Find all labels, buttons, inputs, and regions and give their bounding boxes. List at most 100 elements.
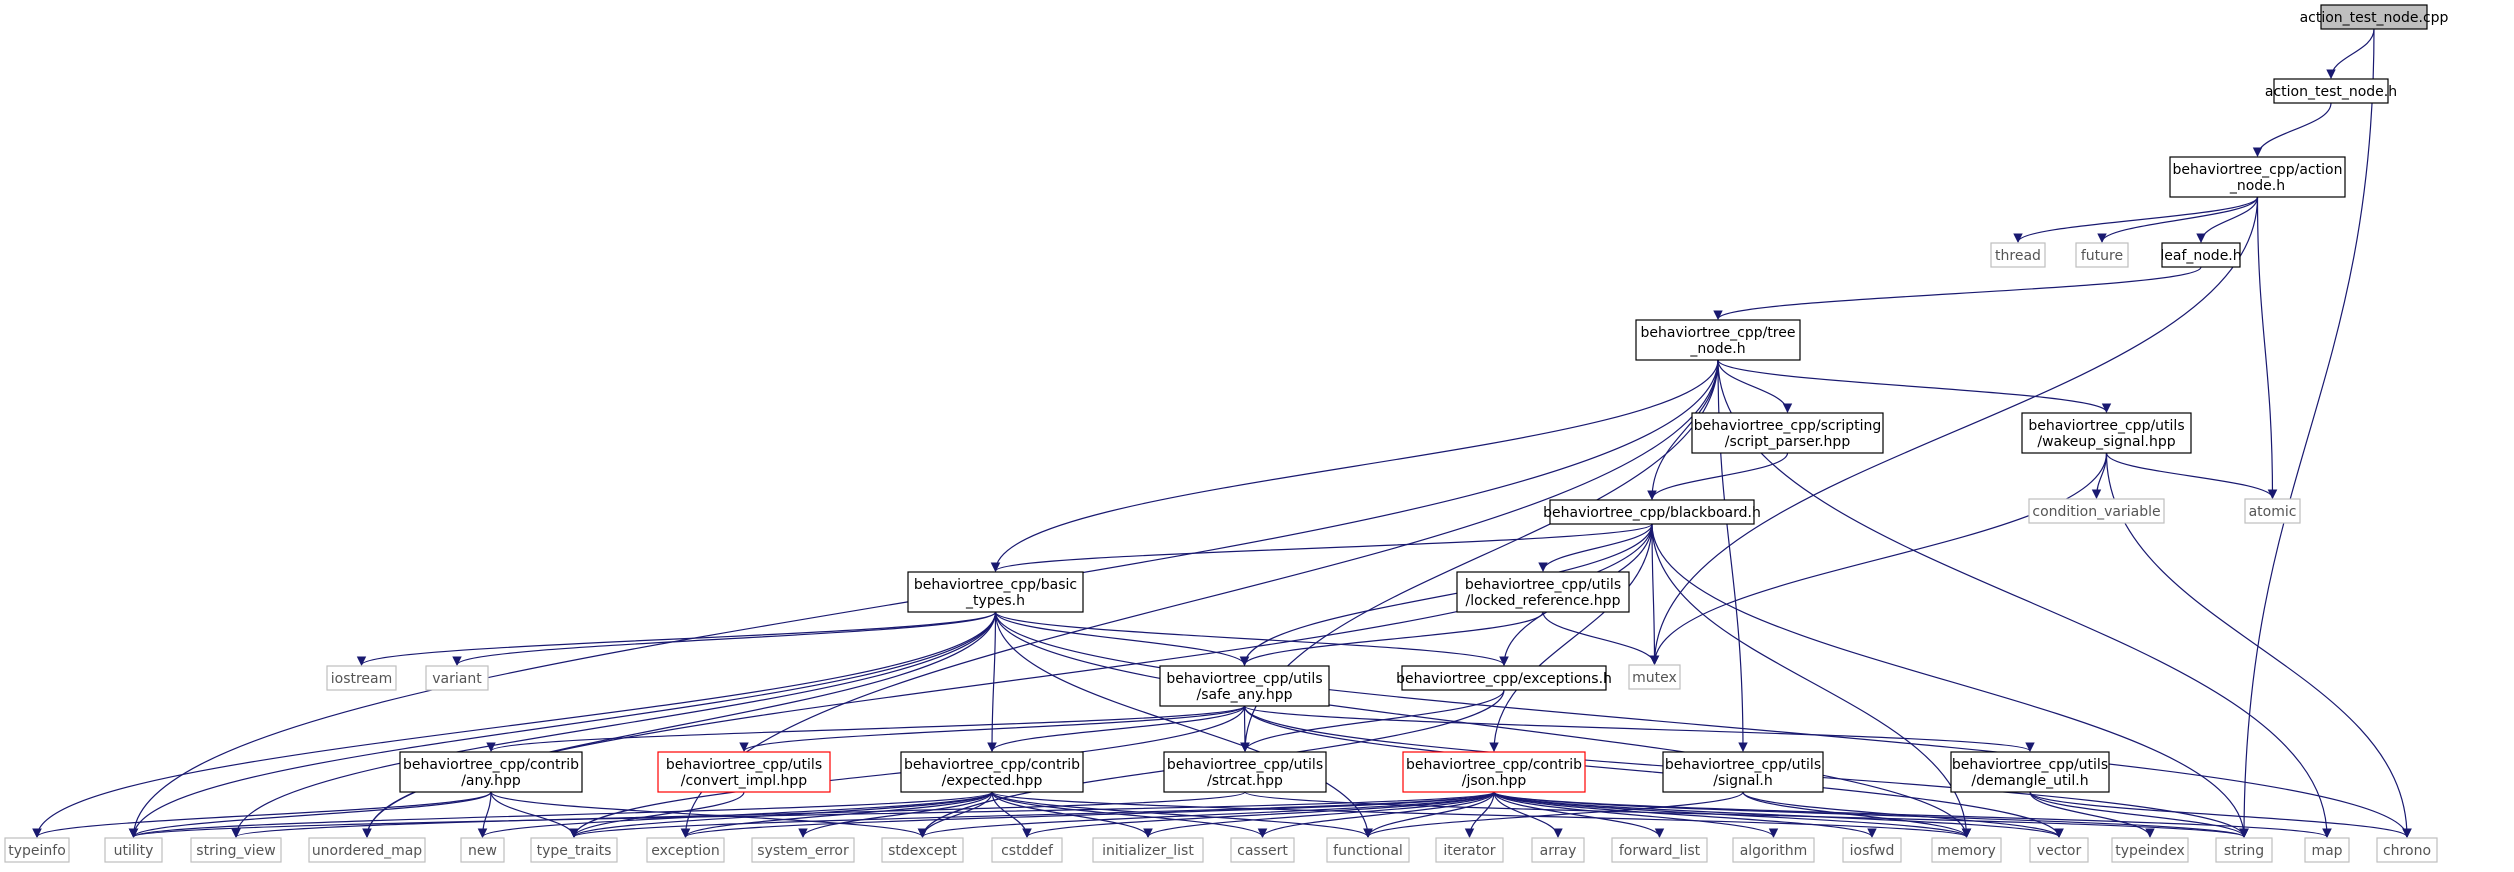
node-stdexcept[interactable]: stdexcept bbox=[881, 837, 964, 863]
node-box bbox=[881, 837, 964, 863]
node-convert-impl[interactable]: behaviortree_cpp/utils/convert_impl.hpp bbox=[657, 751, 831, 793]
edge-expected-to-memory bbox=[991, 791, 1971, 838]
node-box bbox=[425, 665, 489, 691]
edge-basic-types-to-exceptions-h bbox=[994, 611, 1509, 666]
node-new[interactable]: new bbox=[460, 837, 505, 863]
node-safe-any[interactable]: behaviortree_cpp/utils/safe_any.hpp bbox=[1159, 665, 1330, 707]
node-label: map bbox=[2311, 843, 2342, 859]
node-label: thread bbox=[1995, 248, 2041, 264]
node-box bbox=[2111, 837, 2189, 863]
node-string-view[interactable]: string_view bbox=[190, 837, 282, 863]
node-locked-reference[interactable]: behaviortree_cpp/utils/locked_reference.… bbox=[1456, 571, 1630, 613]
node-unordered-map[interactable]: unordered_map bbox=[308, 837, 426, 863]
edge-tree-node-h-to-script-parser bbox=[1717, 359, 1793, 413]
edge-action-node-h-to-future bbox=[2097, 196, 2259, 243]
edge-contrib-any-to-utility bbox=[128, 791, 492, 838]
node-tree-node-h[interactable]: behaviortree_cpp/tree_node.h bbox=[1635, 319, 1801, 361]
node-atomic[interactable]: atomic bbox=[2244, 498, 2301, 524]
node-iosfwd[interactable]: iosfwd bbox=[1842, 837, 1902, 863]
node-demangle[interactable]: behaviortree_cpp/utils/demangle_util.h bbox=[1950, 751, 2110, 793]
edge-json-to-iterator bbox=[1464, 791, 1495, 838]
node-label: action_test_node.cpp bbox=[2300, 10, 2449, 26]
node-label: iterator bbox=[1443, 843, 1495, 859]
edge-safe-any-to-expected bbox=[987, 705, 1246, 752]
node-typeinfo[interactable]: typeinfo bbox=[4, 837, 70, 863]
node-box bbox=[1842, 837, 1902, 863]
node-box bbox=[1230, 837, 1295, 863]
node-exceptions-h[interactable]: behaviortree_cpp/exceptions.h bbox=[1396, 665, 1612, 691]
node-label: atomic bbox=[2249, 504, 2297, 520]
node-memory[interactable]: memory bbox=[1931, 837, 2002, 863]
node-exception[interactable]: exception bbox=[646, 837, 725, 863]
edge-locked-reference-to-safe-any bbox=[1239, 611, 1544, 666]
node-label: /strcat.hpp bbox=[1207, 773, 1283, 789]
node-box bbox=[1691, 412, 1884, 454]
node-contrib-any[interactable]: behaviortree_cpp/contrib/any.hpp bbox=[399, 751, 583, 793]
node-string[interactable]: string bbox=[2215, 837, 2273, 863]
node-label: behaviortree_cpp/contrib bbox=[1406, 757, 1582, 773]
node-label: behaviortree_cpp/blackboard.h bbox=[1543, 505, 1761, 521]
node-action-test-node-cpp[interactable]: action_test_node.cpp bbox=[2300, 4, 2449, 30]
node-variant[interactable]: variant bbox=[425, 665, 489, 691]
node-label: typeindex bbox=[2115, 843, 2185, 859]
edge-basic-types-to-utility bbox=[128, 611, 997, 838]
node-condition-variable[interactable]: condition_variable bbox=[2028, 498, 2165, 524]
node-system-error[interactable]: system_error bbox=[751, 837, 855, 863]
edge-expected-to-cassert bbox=[991, 791, 1268, 838]
node-box bbox=[460, 837, 505, 863]
node-basic-types[interactable]: behaviortree_cpp/basic_types.h bbox=[907, 571, 1084, 613]
node-chrono[interactable]: chrono bbox=[2376, 837, 2438, 863]
node-label: utility bbox=[114, 843, 154, 859]
edge-blackboard-h-to-locked-reference bbox=[1538, 523, 1653, 572]
node-map[interactable]: map bbox=[2304, 837, 2350, 863]
node-box bbox=[1456, 571, 1630, 613]
node-action-node-h[interactable]: behaviortree_cpp/action_node.h bbox=[2169, 156, 2346, 198]
node-forward-list[interactable]: forward_list bbox=[1611, 837, 1708, 863]
node-box bbox=[2215, 837, 2273, 863]
node-mutex[interactable]: mutex bbox=[1628, 664, 1681, 690]
node-typeindex[interactable]: typeindex bbox=[2111, 837, 2189, 863]
node-leaf-node-h[interactable]: leaf_node.h bbox=[2160, 242, 2242, 268]
node-expected[interactable]: behaviortree_cpp/contrib/expected.hpp bbox=[900, 751, 1084, 793]
node-box bbox=[1931, 837, 2002, 863]
edge-action-node-h-to-mutex bbox=[1649, 196, 2259, 665]
node-thread[interactable]: thread bbox=[1990, 242, 2046, 268]
edge-strcat-to-string-view bbox=[231, 791, 1246, 838]
node-iostream[interactable]: iostream bbox=[326, 665, 397, 691]
edge-tree-node-h-to-wakeup-signal bbox=[1717, 359, 2112, 413]
node-label: /demangle_util.h bbox=[1971, 773, 2088, 789]
node-wakeup-signal[interactable]: behaviortree_cpp/utils/wakeup_signal.hpp bbox=[2021, 412, 2192, 454]
edge-script-parser-to-blackboard-h bbox=[1647, 452, 1789, 500]
node-utility[interactable]: utility bbox=[104, 837, 163, 863]
node-box bbox=[308, 837, 426, 863]
node-box bbox=[1990, 242, 2046, 268]
edge-blackboard-h-to-string bbox=[1651, 523, 2249, 838]
edge-json-to-forward-list bbox=[1493, 791, 1665, 838]
node-blackboard-h[interactable]: behaviortree_cpp/blackboard.h bbox=[1543, 499, 1761, 525]
edge-strcat-to-string bbox=[1244, 791, 2249, 838]
node-action-test-node-h[interactable]: action_test_node.h bbox=[2265, 78, 2397, 104]
node-future[interactable]: future bbox=[2075, 242, 2129, 268]
node-signal-h[interactable]: behaviortree_cpp/utils/signal.h bbox=[1662, 751, 1824, 793]
node-cstddef[interactable]: cstddef bbox=[991, 837, 1063, 863]
node-array[interactable]: array bbox=[1531, 837, 1585, 863]
node-vector[interactable]: vector bbox=[2029, 837, 2089, 863]
node-box bbox=[104, 837, 163, 863]
node-json[interactable]: behaviortree_cpp/contrib/json.hpp bbox=[1402, 751, 1586, 793]
node-label: array bbox=[1540, 843, 1577, 859]
node-box bbox=[900, 751, 1084, 793]
node-script-parser[interactable]: behaviortree_cpp/scripting/script_parser… bbox=[1691, 412, 1884, 454]
node-algorithm[interactable]: algorithm bbox=[1732, 837, 1815, 863]
node-type-traits[interactable]: type_traits bbox=[530, 837, 618, 863]
node-box bbox=[2273, 78, 2389, 104]
node-label: unordered_map bbox=[312, 843, 422, 859]
node-label: functional bbox=[1333, 843, 1403, 859]
edge-json-to-algorithm bbox=[1493, 791, 1779, 838]
node-functional[interactable]: functional bbox=[1326, 837, 1410, 863]
node-initializer-list[interactable]: initializer_list bbox=[1092, 837, 1204, 863]
node-cassert[interactable]: cassert bbox=[1230, 837, 1295, 863]
node-label: string bbox=[2224, 843, 2264, 859]
node-iterator[interactable]: iterator bbox=[1435, 837, 1504, 863]
node-strcat[interactable]: behaviortree_cpp/utils/strcat.hpp bbox=[1163, 751, 1327, 793]
node-label: _types.h bbox=[965, 593, 1025, 609]
